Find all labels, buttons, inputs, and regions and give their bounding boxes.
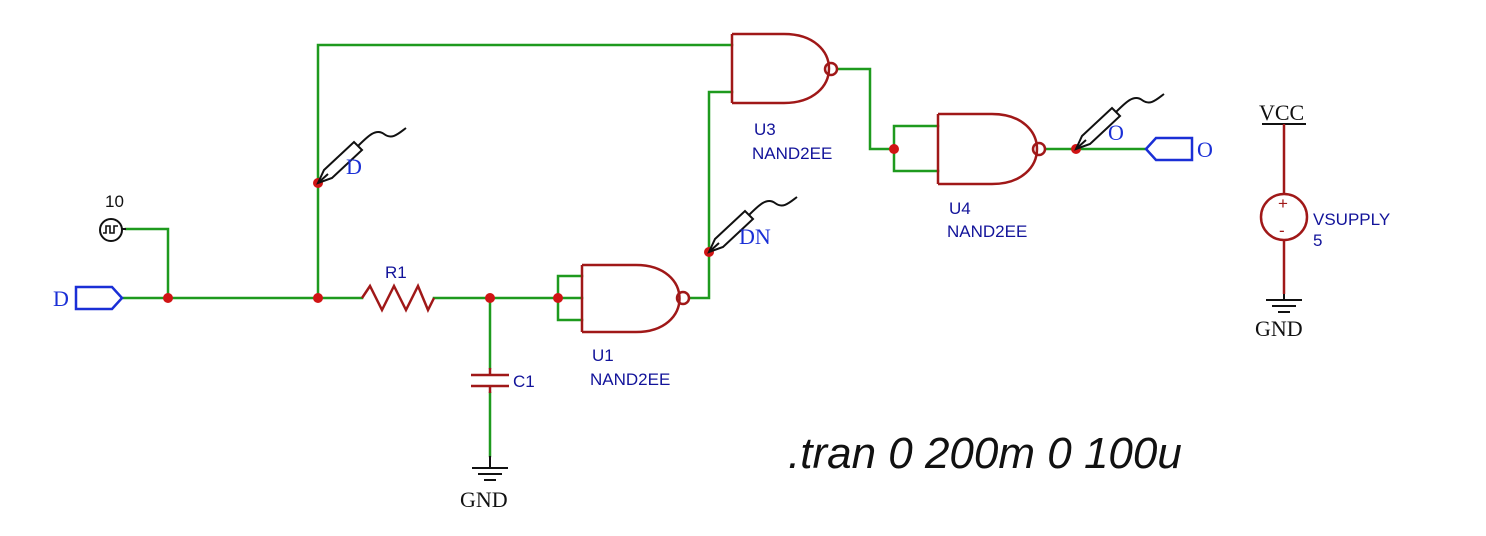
input-port-d[interactable]: D: [53, 285, 124, 311]
wire-u4-input-a: [892, 124, 940, 151]
resistor-ref: R1: [385, 263, 407, 282]
probe-dn-label: DN: [739, 224, 771, 249]
spice-directive[interactable]: .tran 0 200m 0 100u: [788, 429, 1182, 478]
pulse-source-value: 10: [105, 192, 124, 211]
junction-dot: [163, 293, 173, 303]
wire-top-feed-u3: [316, 43, 734, 300]
input-port-label: D: [53, 286, 69, 311]
source-minus: -: [1279, 221, 1285, 240]
gate-ref: U3: [754, 120, 776, 139]
junction-dot: [485, 293, 495, 303]
wire-u1-input-a: [556, 274, 584, 300]
wire-u1-out-to-u3: [688, 90, 734, 300]
gate-model: NAND2EE: [590, 370, 670, 389]
voltage-source-vsupply[interactable]: + - VSUPPLY 5: [1259, 124, 1390, 294]
ground-supply: GND: [1255, 294, 1303, 341]
ground-icon: [472, 456, 508, 481]
ground-label: GND: [1255, 316, 1303, 341]
junction-dot: [313, 293, 323, 303]
probe-dn[interactable]: DN: [707, 196, 798, 254]
gate-ref: U4: [949, 199, 971, 218]
gate-ref: U1: [592, 346, 614, 365]
nand-gate-icon: [936, 112, 1047, 186]
wire-u1-input-b: [556, 296, 584, 322]
nand-gate-u4[interactable]: U4 NAND2EE: [936, 112, 1047, 241]
input-port-icon: [74, 285, 124, 311]
pulse-source[interactable]: 10: [99, 192, 126, 242]
nand-gate-icon: [730, 32, 839, 105]
source-value: 5: [1313, 231, 1322, 250]
output-port-label: O: [1197, 137, 1213, 162]
probe-icon: [1074, 93, 1165, 151]
junction-dot: [553, 293, 563, 303]
probe-d[interactable]: D: [316, 127, 407, 185]
junction-dot: [889, 144, 899, 154]
vcc-label: VCC: [1259, 100, 1304, 125]
wire-source-to-node: [124, 227, 170, 300]
wire-u3-out-to-u4: [836, 67, 896, 151]
capacitor-ref: C1: [513, 372, 535, 391]
wire-u4-input-b: [892, 147, 940, 173]
source-plus: +: [1278, 194, 1288, 213]
ground-cap: GND: [460, 456, 508, 512]
pulse-source-icon: [99, 218, 123, 242]
nand-gate-icon: [580, 263, 691, 334]
probe-o[interactable]: O: [1074, 93, 1165, 151]
gate-model: NAND2EE: [752, 144, 832, 163]
ground-label: GND: [460, 487, 508, 512]
probe-d-label: D: [346, 154, 362, 179]
probe-icon: [316, 127, 407, 185]
nand-gate-u1[interactable]: U1 NAND2EE: [580, 263, 691, 389]
wires: [120, 43, 1148, 458]
output-port-icon: [1144, 136, 1194, 162]
voltage-source-icon: + -: [1259, 192, 1309, 242]
square-wave-icon: [103, 225, 118, 234]
nand-gate-u3[interactable]: U3 NAND2EE: [730, 32, 839, 163]
vcc-rail: VCC: [1259, 100, 1306, 125]
ground-icon: [1266, 294, 1302, 313]
output-port-o[interactable]: O: [1144, 136, 1213, 162]
resistor-r1[interactable]: R1: [360, 263, 436, 314]
probe-o-label: O: [1108, 120, 1124, 145]
junctions: [163, 144, 1081, 303]
resistor-icon: [360, 282, 436, 314]
probe-icon: [707, 196, 798, 254]
gate-model: NAND2EE: [947, 222, 1027, 241]
capacitor-c1[interactable]: C1: [471, 368, 535, 393]
source-name: VSUPPLY: [1313, 210, 1390, 229]
